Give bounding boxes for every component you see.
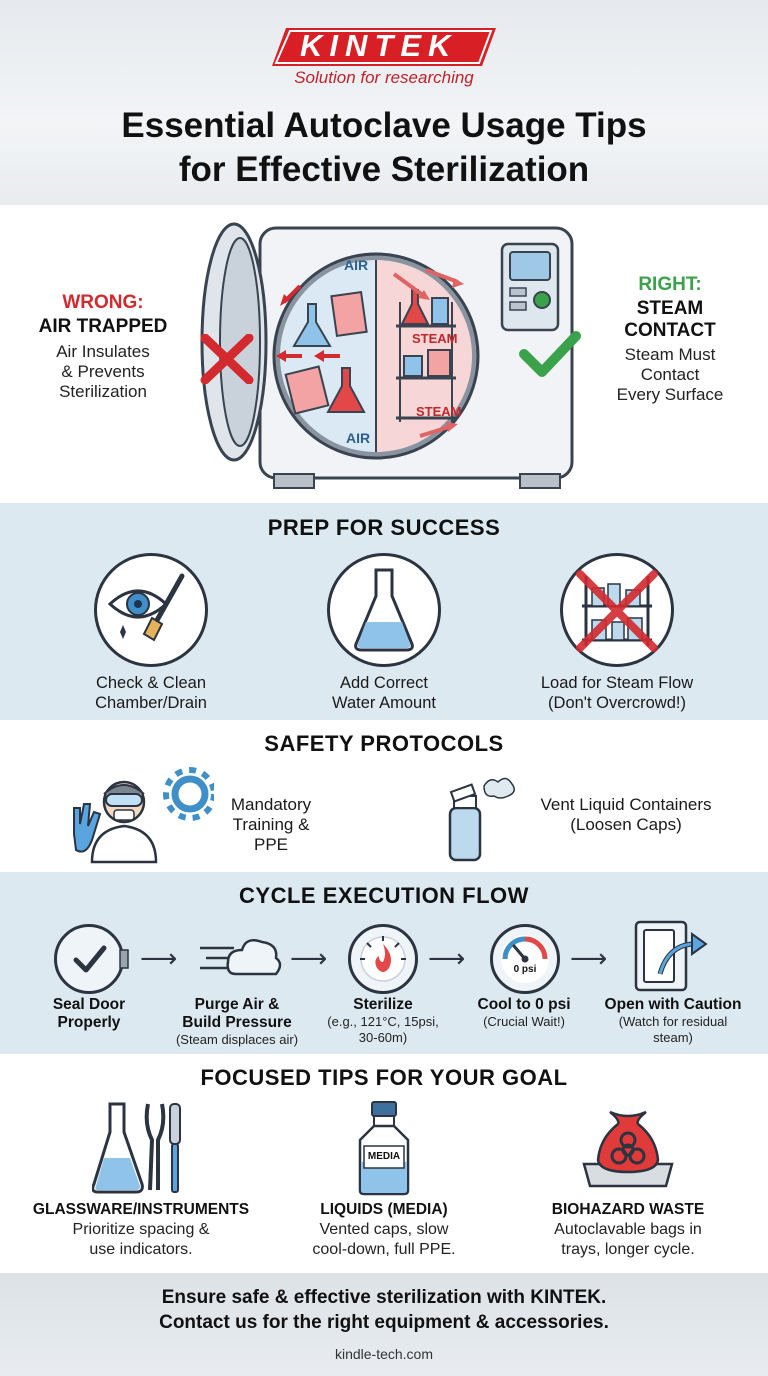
footer bbox=[0, 1273, 768, 1376]
glassware-instruments-icon bbox=[92, 1102, 181, 1194]
open-door-icon bbox=[634, 920, 708, 992]
right-label: RIGHT: bbox=[638, 274, 702, 295]
air-label-top: AIR bbox=[344, 257, 369, 273]
flow-arrow-4: ⟶ bbox=[570, 943, 608, 973]
tip-title-glassware: GLASSWARE/INSTRUMENTS bbox=[32, 1201, 250, 1218]
tip-title-biohazard: BIOHAZARD WASTE bbox=[551, 1201, 705, 1218]
flow-caption-purge: Purge Air & Build Pressure (Steam displa… bbox=[175, 996, 299, 1047]
flow-step-sterilize bbox=[348, 924, 418, 994]
flow-arrow-3: ⟶ bbox=[428, 943, 466, 973]
wrong-title: AIR TRAPPED bbox=[38, 316, 168, 337]
page-title: Essential Autoclave Usage Tips for Effec… bbox=[121, 106, 647, 189]
scientist-ppe-icon bbox=[73, 767, 214, 864]
flow-arrow-1: ⟶ bbox=[140, 943, 178, 973]
steam-label-2: STEAM bbox=[416, 404, 462, 419]
overcrowded-shelf-icon bbox=[576, 570, 658, 652]
gauge-readout: 0 psi bbox=[513, 964, 537, 975]
tips-title: FOCUSED TIPS FOR YOUR GOAL bbox=[200, 1065, 568, 1090]
media-bottle-label: MEDIA bbox=[367, 1151, 401, 1162]
wrong-label: WRONG: bbox=[62, 292, 144, 313]
biohazard-bag-icon bbox=[582, 1110, 674, 1188]
wrong-description: Air Insulates & Prevents Sterilization bbox=[56, 342, 150, 401]
footer-line-2: Contact us for the right equipment & acc… bbox=[159, 1312, 609, 1333]
safety-title: SAFETY PROTOCOLS bbox=[264, 731, 504, 756]
flask-icon bbox=[354, 568, 414, 652]
sealed-door-icon bbox=[73, 945, 129, 973]
flow-arrow-2: ⟶ bbox=[290, 943, 328, 973]
steam-cloud-icon bbox=[200, 939, 282, 976]
right-description: Steam Must Contact Every Surface bbox=[616, 345, 724, 404]
tip-title-liquids: LIQUIDS (MEDIA) bbox=[320, 1201, 448, 1218]
eye-brush-icon bbox=[107, 573, 185, 642]
website-link[interactable]: kindle-tech.com bbox=[334, 1346, 434, 1362]
right-check-icon bbox=[519, 331, 581, 377]
media-bottle-icon bbox=[358, 1101, 410, 1196]
brand-tagline: Solution for researching bbox=[294, 68, 474, 87]
prep-title: PREP FOR SUCCESS bbox=[267, 515, 501, 540]
autoclave-illustration bbox=[200, 222, 574, 489]
pressure-gauge-icon bbox=[501, 935, 549, 983]
kintek-logo bbox=[272, 28, 496, 66]
flow-caption-open: Open with Caution (Watch for residual st… bbox=[604, 996, 742, 1045]
flow-caption-cool: Cool to 0 psi (Crucial Wait!) bbox=[477, 996, 571, 1029]
footer-line-1: Ensure safe & effective sterilization wi… bbox=[161, 1287, 607, 1308]
safety-caption-vent: Vent Liquid Containers(Loosen Caps) bbox=[540, 795, 712, 834]
flow-caption-sterilize: Sterilize (e.g., 121°C, 15psi, 30-60m) bbox=[327, 996, 439, 1045]
brand-name: KINTEK bbox=[300, 28, 458, 63]
air-label-bottom: AIR bbox=[346, 430, 371, 446]
vented-bottle-icon bbox=[448, 777, 515, 862]
steam-label-1: STEAM bbox=[412, 331, 458, 346]
flame-gauge-icon bbox=[360, 936, 406, 982]
right-title: STEAM CONTACT bbox=[624, 298, 716, 341]
prep-caption-load: Load for Steam Flow(Don't Overcrowd!) bbox=[540, 674, 694, 712]
tip-desc-glassware: Prioritize spacing &use indicators. bbox=[72, 1221, 210, 1258]
wrong-x-icon bbox=[200, 334, 254, 384]
flow-title: CYCLE EXECUTION FLOW bbox=[239, 883, 529, 908]
